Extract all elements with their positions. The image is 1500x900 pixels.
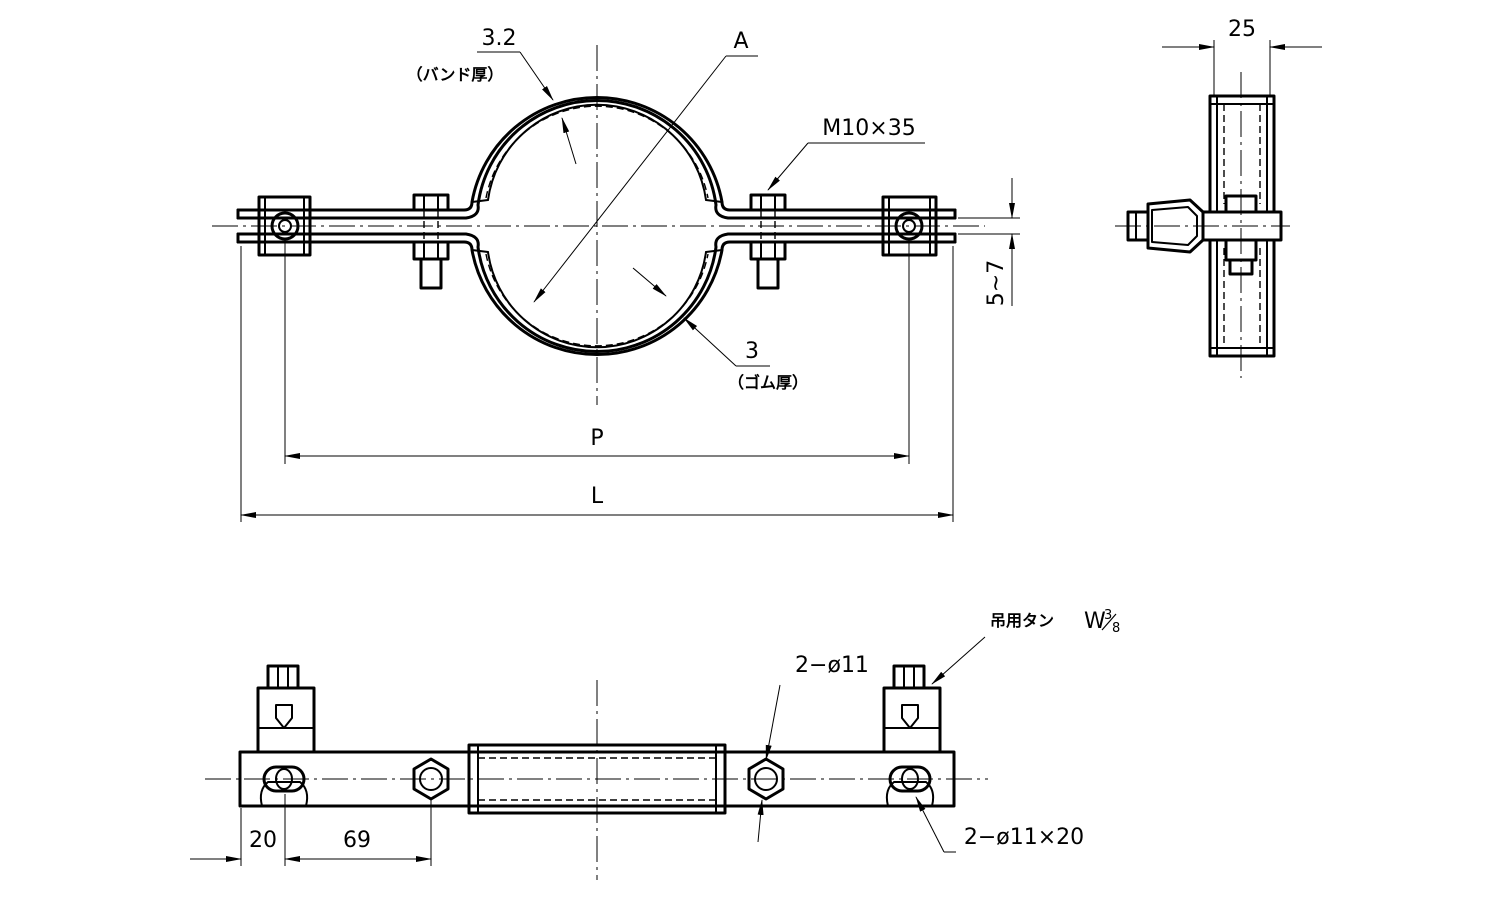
rubber-thickness-value: 3 bbox=[745, 339, 759, 364]
bolt-hole-label: 2−ø11 bbox=[795, 653, 869, 678]
length-label: L bbox=[591, 484, 604, 509]
band-thickness-leader bbox=[519, 51, 554, 101]
band-thickness-note: （バンド厚） bbox=[407, 65, 504, 84]
bolt-spec-leader bbox=[767, 142, 809, 191]
plan-right-hanger bbox=[882, 664, 942, 807]
right-bolt bbox=[749, 193, 787, 290]
plan-left-hanger bbox=[256, 664, 316, 807]
slot-hole-leader bbox=[915, 796, 945, 853]
side-width-label: 25 bbox=[1228, 17, 1256, 42]
hanger-thread-main: W bbox=[1084, 609, 1106, 634]
bolt-hole-leader bbox=[765, 684, 781, 761]
gap-dimension-label: 5~7 bbox=[984, 260, 1009, 306]
plan-center-band bbox=[467, 743, 727, 815]
rubber-thickness-note: （ゴム厚） bbox=[728, 373, 808, 392]
plan-left-hex-nut bbox=[412, 757, 450, 801]
side-lower-band bbox=[1208, 238, 1276, 358]
band-thickness-value: 3.2 bbox=[482, 26, 517, 51]
side-hanger-nut bbox=[1126, 198, 1205, 254]
hanger-nut-label: 吊用タン bbox=[990, 611, 1054, 630]
plan-right-hex-nut bbox=[747, 757, 785, 801]
hanger-thread-numerator: 3 bbox=[1104, 608, 1112, 623]
bolt-spec-label: M10×35 bbox=[822, 116, 915, 141]
left-bolt bbox=[412, 193, 450, 290]
diameter-leader bbox=[533, 55, 727, 303]
plan-view: 吊用タン W 3 8 2−ø11 2−ø11×20 20 69 bbox=[190, 608, 1120, 880]
front-view: A 3.2 （バンド厚） M10×35 3 （ゴム厚） 5~7 P L bbox=[212, 26, 1020, 522]
pitch-label: P bbox=[590, 426, 603, 451]
side-view: 25 bbox=[1115, 17, 1322, 378]
slot-hole-label: 2−ø11×20 bbox=[964, 825, 1084, 850]
rubber-thickness-leader bbox=[632, 267, 667, 297]
edge-offset-label: 20 bbox=[249, 828, 277, 853]
plan-left-slot bbox=[262, 765, 306, 793]
hanger-thread-denominator: 8 bbox=[1112, 621, 1120, 636]
hanger-spec-leader bbox=[931, 636, 986, 685]
plan-right-slot bbox=[888, 765, 932, 793]
bolt-offset-label: 69 bbox=[343, 828, 371, 853]
diameter-label: A bbox=[733, 29, 748, 54]
